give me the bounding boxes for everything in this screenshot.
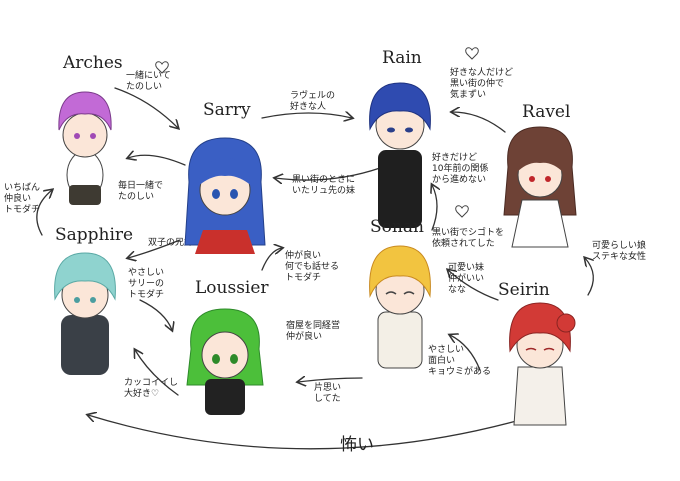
note-rain-ravel: 好きな人だけど黒い街の仲で気まずい [450, 66, 513, 100]
note-sarry-rain: ラヴェルの好きな人 [290, 89, 335, 112]
note-arches-sarry: 一緒にいてたのしい [126, 69, 171, 92]
sarry-eye-left [212, 189, 220, 199]
sonan-body [378, 312, 422, 368]
sarry-eye-right [230, 189, 238, 199]
arrow-seirin-ravel [585, 258, 593, 295]
character-sapphire: Sapphire [55, 225, 134, 375]
seirin-kimono [514, 367, 566, 425]
character-ravel: Ravel [504, 102, 576, 247]
note-loussier-sonan: 宿屋を同経営仲が良い [286, 319, 340, 342]
seirin-name: Seirin [498, 280, 550, 300]
heart-icon [456, 206, 469, 217]
ravel-name: Ravel [522, 102, 570, 122]
ravel-eye-left [529, 176, 535, 182]
arches-eye-left [74, 133, 80, 139]
note-loussier-sapphire: カッコイイし大好き♡ [124, 377, 178, 399]
character-sonan: Sonan [370, 217, 431, 368]
rain-eye-right [405, 128, 413, 133]
ravel-dress [512, 200, 568, 247]
arches-pants [69, 185, 101, 205]
arrow-sapphire-loussier [140, 300, 172, 330]
loussier-eye-right [230, 354, 238, 364]
arrow-sonan-rain [432, 185, 437, 230]
arches-eye-right [90, 133, 96, 139]
note-seirin-to-sonan: やさしい面白いキョウミがある [428, 344, 491, 377]
arrow-arches-sarry [115, 88, 178, 128]
sapphire-eye-right [90, 297, 96, 303]
note-sapphire-loussier: やさしいサリーのトモダチ [128, 267, 164, 300]
heart-icon [466, 48, 479, 59]
rain-eye-left [387, 128, 395, 133]
sapphire-eye-left [74, 297, 80, 303]
arrow-ravel-rain [452, 112, 505, 132]
character-seirin: Seirin [498, 280, 575, 425]
loussier-name: Loussier [195, 278, 269, 298]
arrow-loussier-sarry [262, 248, 282, 270]
rain-name: Rain [382, 48, 422, 68]
sapphire-body [61, 315, 109, 375]
sarry-skirt [195, 230, 255, 254]
arches-face [63, 113, 107, 157]
note-seirin-sonan: 可愛い妹仲がいいなな [448, 261, 484, 295]
sapphire-name: Sapphire [55, 225, 133, 245]
character-sarry: Sarry [185, 100, 265, 254]
note-seirin-self: 可愛らしい娘ステキな女性 [592, 239, 646, 262]
note-loussier-sonan-crush: 片思いしてた [314, 381, 341, 404]
note-sonan-rain: 黒い街でシゴトを依頼されてした [432, 226, 504, 249]
seirin-bun [557, 314, 575, 332]
note-loussier-sarry: 仲が良い何でも話せるトモダチ [285, 249, 339, 283]
loussier-face [202, 332, 248, 378]
sarry-name: Sarry [203, 100, 251, 120]
note-sarry-arches: 毎日一緒でたのしい [118, 179, 163, 202]
note-seirin-sapphire: 怖い [340, 435, 374, 455]
character-rain: Rain [370, 48, 431, 228]
character-arches: Arches [59, 53, 123, 205]
note-rain-sarry: 黒い街のときにいたリュ先の妹 [292, 173, 355, 196]
ravel-eye-right [545, 176, 551, 182]
arrow-sarry-rain [262, 113, 352, 118]
arrow-sarry-arches [128, 155, 185, 165]
arrow-loussier-sonan-crush [298, 378, 362, 382]
character-loussier: Loussier [187, 278, 269, 415]
loussier-eye-left [212, 354, 220, 364]
loussier-outfit [205, 379, 245, 415]
arrow-seirin-sapphire [88, 415, 520, 449]
sonan-name: Sonan [370, 217, 424, 237]
arches-name: Arches [62, 53, 123, 73]
note-sapphire-arches: いちばん仲良いトモダチ [4, 182, 40, 215]
